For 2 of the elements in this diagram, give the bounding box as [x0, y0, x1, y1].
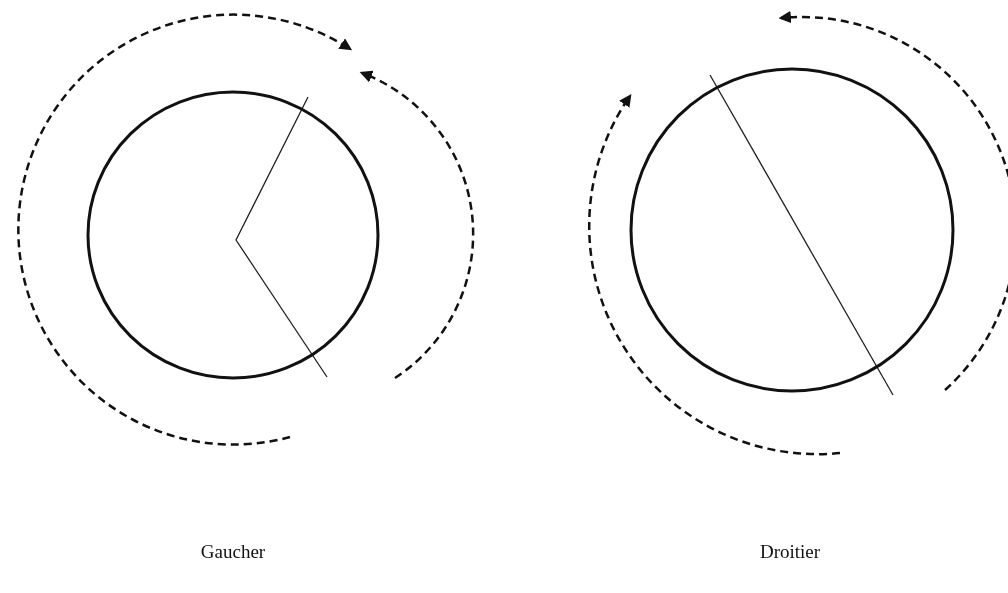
label: Droitier — [759, 541, 821, 563]
label: Gaucher — [200, 541, 266, 563]
